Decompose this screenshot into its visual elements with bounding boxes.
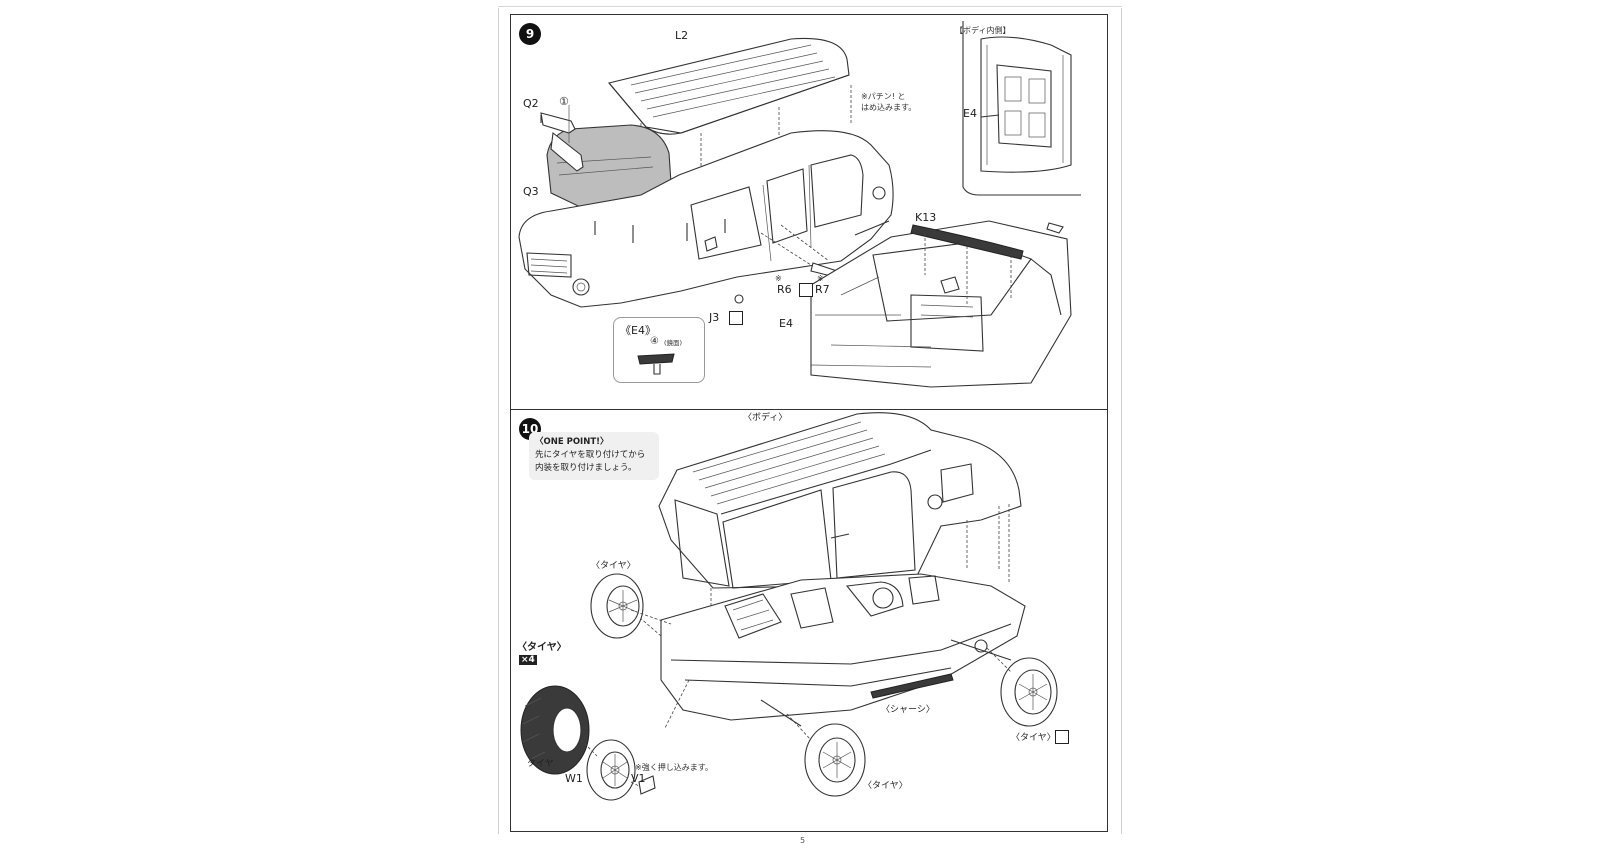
tire-bottom (804, 723, 866, 797)
label-r6: R6 (777, 283, 792, 296)
step-9-number: 9 (519, 23, 541, 45)
direction-arrow-icon (1046, 222, 1064, 234)
tire-right (1000, 657, 1058, 727)
body-inner-title: 【ボディ内側】 (955, 26, 1011, 35)
e4-inset-title: 《E4》 (620, 324, 656, 337)
one-point-line-2: 内装を取り付けましょう。 (535, 463, 637, 473)
step-9-drawing (518, 21, 1081, 388)
paint-chip-icon (729, 311, 743, 325)
e4-inset-circle-4: ④ (650, 336, 659, 347)
body-shell (518, 130, 894, 308)
tire-subassembly-drawing (520, 685, 656, 801)
page-number: 5 (800, 836, 806, 845)
paint-chip-icon (799, 283, 813, 297)
page-right-edge (1121, 8, 1122, 834)
label-j3: J3 (709, 311, 720, 324)
body-inner-view (962, 21, 1081, 196)
label-chassis: 〈シャーシ〉 (881, 705, 935, 715)
label-l2: L2 (675, 29, 689, 42)
one-point-tip: 〈ONE POINT!〉 先にタイヤを取り付けてから 内装を取り付けましょう。 (529, 432, 659, 480)
label-q3: Q3 (523, 185, 539, 198)
e4-inset-mirror-note: (鏡面) (664, 339, 683, 347)
label-circle-1: ① (559, 95, 569, 108)
label-w1: W1 (565, 772, 583, 785)
quantity-badge: ×4 (519, 655, 537, 665)
label-tire-upper-left: 〈タイヤ〉 (591, 561, 636, 571)
label-tire-bottom: 〈タイヤ〉 (863, 781, 908, 791)
label-r7: R7 (815, 283, 830, 296)
step-9-panel: 9 (510, 14, 1108, 410)
snap-note-line-1: ※パチン! と (861, 92, 906, 101)
label-e4-inner: E4 (963, 107, 977, 120)
one-point-line-1: 先にタイヤを取り付けてから (535, 450, 646, 460)
one-point-heading: 〈ONE POINT!〉 (535, 437, 609, 447)
paint-chip-icon (1055, 730, 1069, 744)
label-asterisk-r7: ※ (817, 274, 824, 283)
label-q2: Q2 (523, 97, 539, 110)
page-top-edge (498, 6, 1122, 7)
chassis-assembly (660, 573, 1026, 727)
roof-part-l2 (608, 37, 850, 135)
snap-note-line-2: はめ込みます。 (861, 103, 917, 112)
step-10-drawing (520, 412, 1058, 801)
label-e4-main: E4 (779, 317, 793, 330)
label-v1: V1 (631, 772, 646, 785)
handle-part-q2 (540, 112, 584, 172)
e4-mirror-drawing (637, 353, 675, 375)
manual-page: 9 (498, 0, 1122, 850)
snap-note: ※パチン! と はめ込みます。 (861, 91, 916, 113)
label-tire: タイヤ (527, 759, 554, 769)
step-10-panel: 10 〈ONE POINT!〉 先にタイヤを取り付けてから 内装を取り付けましょ… (510, 409, 1108, 832)
label-k13: K13 (915, 211, 937, 224)
subassembly-title: 〈タイヤ〉 (517, 642, 567, 653)
label-tire-right: 〈タイヤ〉 (1011, 733, 1056, 743)
body-assembly (658, 412, 1022, 589)
tire-upper-left (590, 573, 644, 639)
label-asterisk-r6: ※ (775, 274, 782, 283)
page-left-edge (498, 8, 499, 834)
label-body: 〈ボディ〉 (743, 413, 788, 423)
press-note: ※強く押し込みます。 (635, 763, 713, 772)
e4-detail-inset: 《E4》 ④ (鏡面) (613, 317, 705, 383)
part-j3-drawing (734, 294, 744, 304)
